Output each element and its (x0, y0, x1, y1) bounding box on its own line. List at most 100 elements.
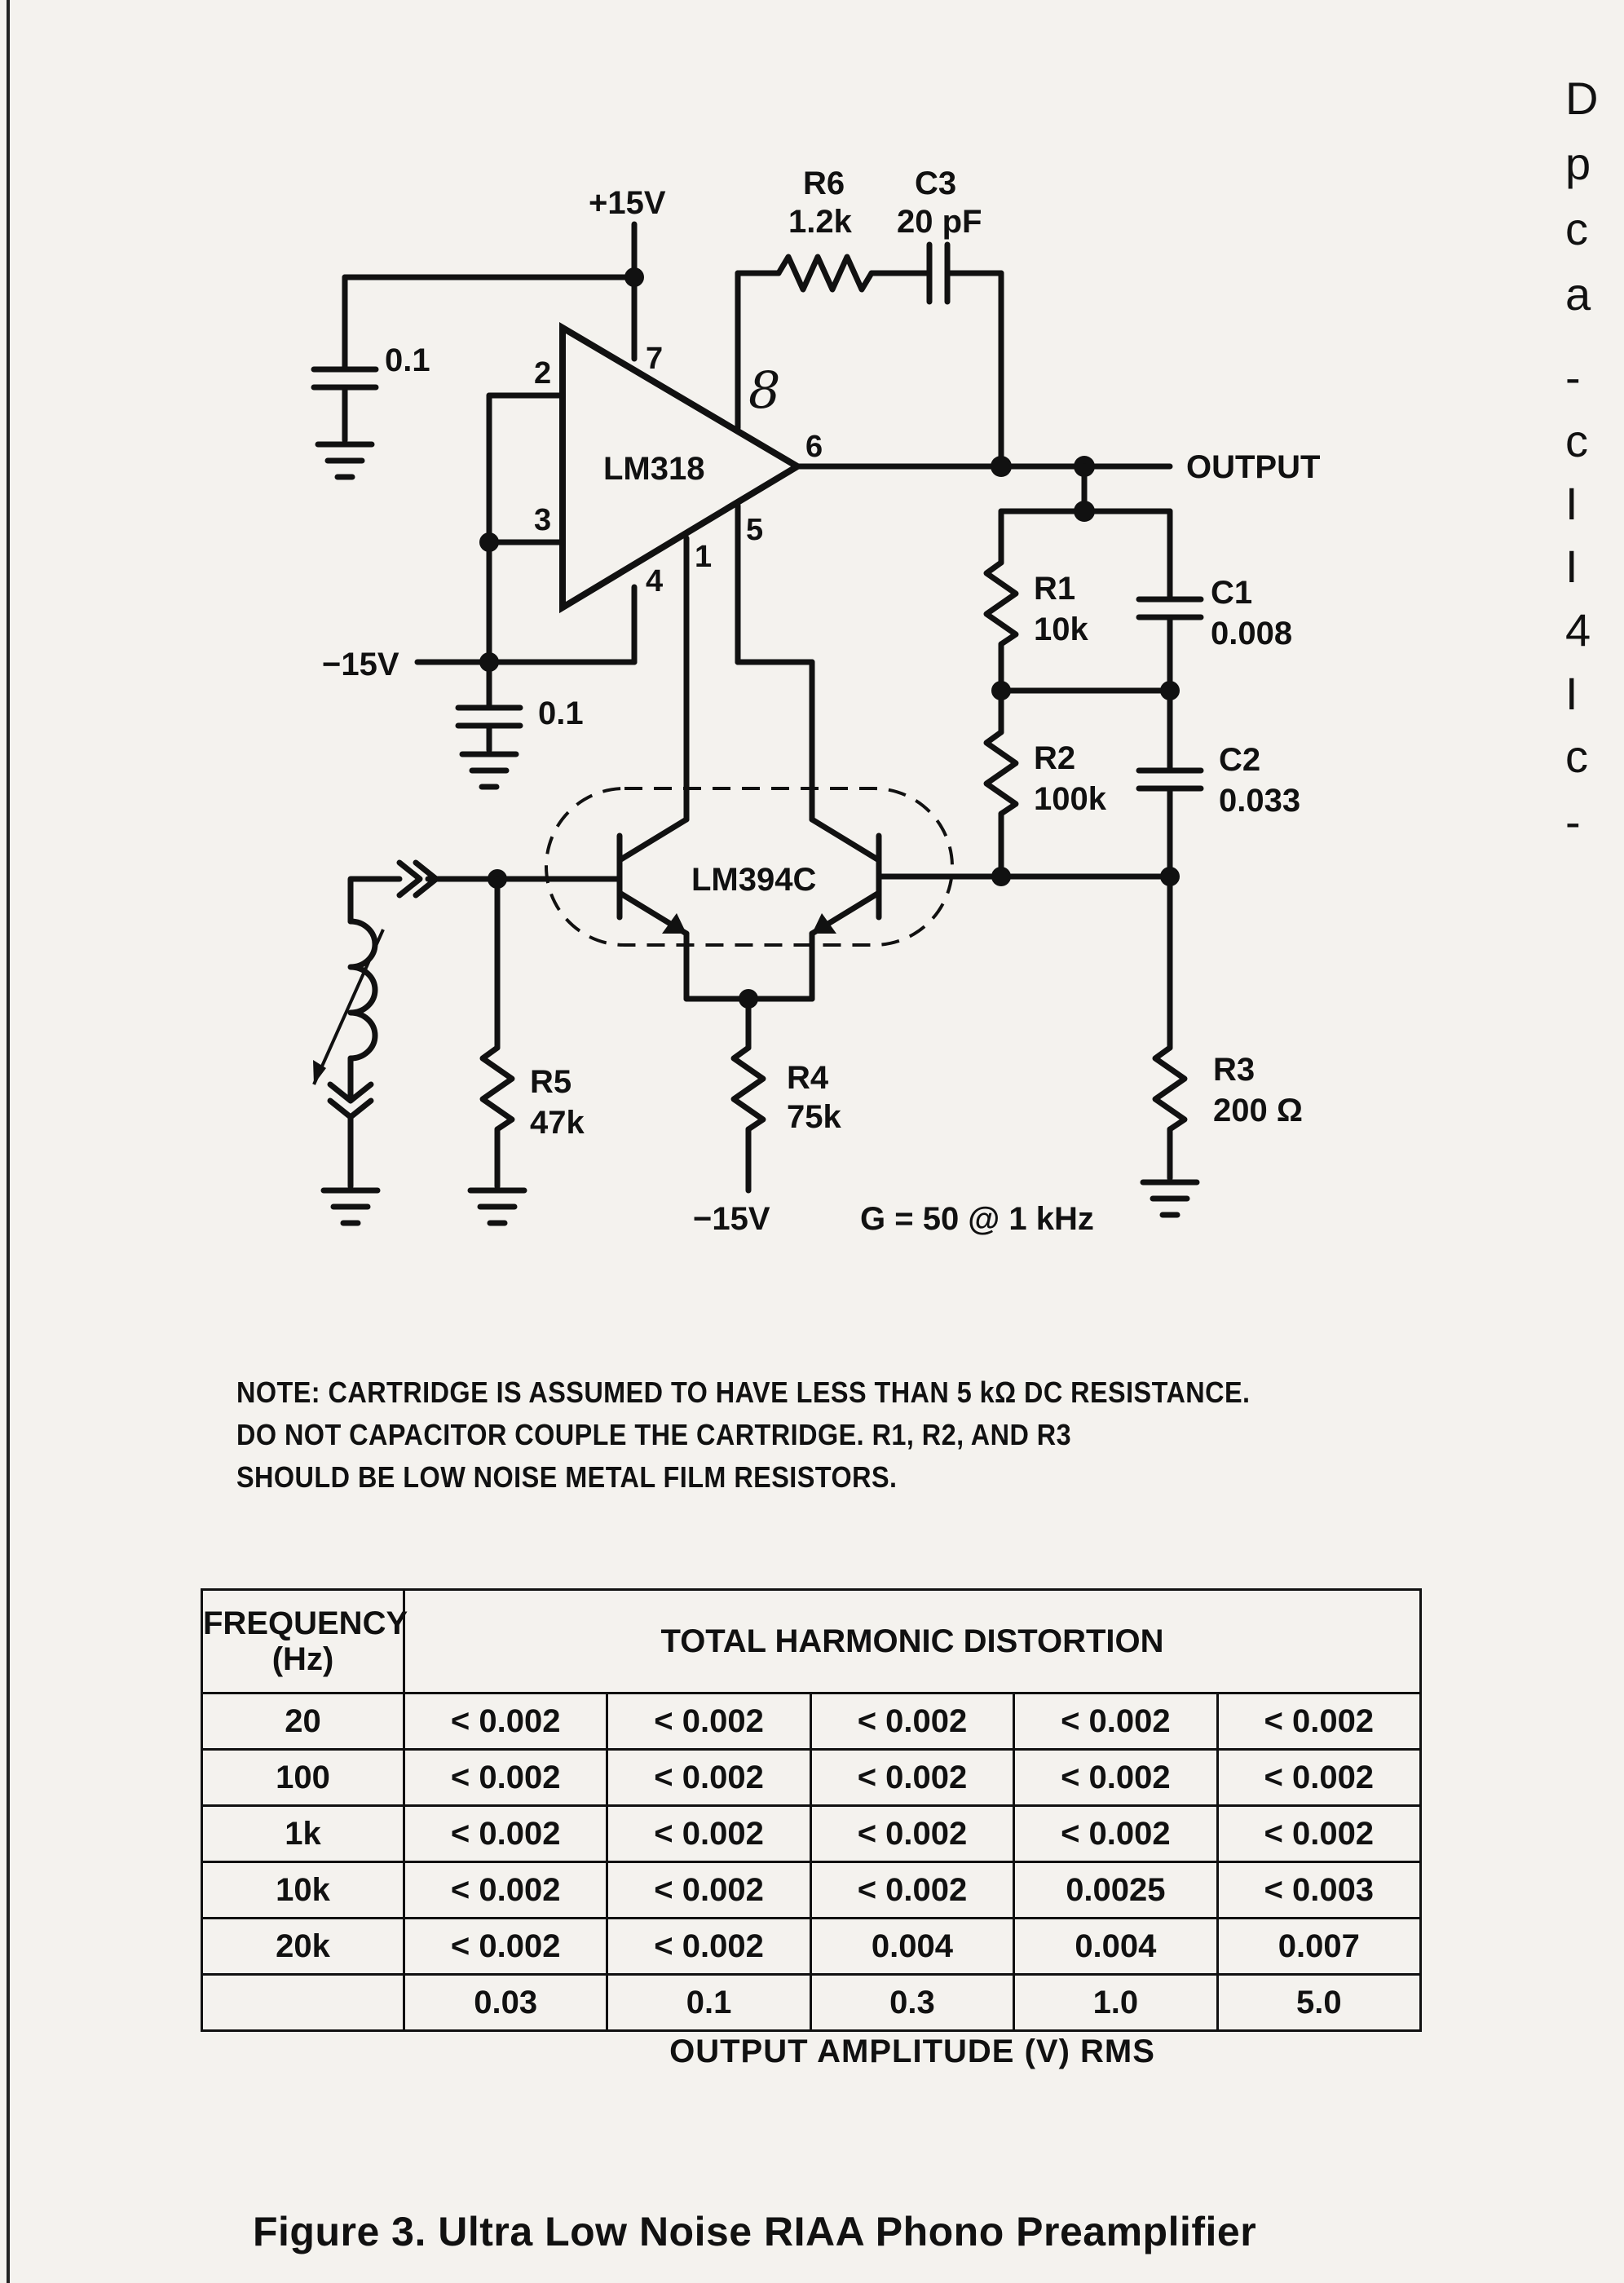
output-net (794, 456, 1173, 522)
cropped-glyph: - (1565, 796, 1581, 847)
table-row: 20< 0.002< 0.002< 0.002< 0.002< 0.002 (201, 1692, 1423, 1751)
note-line-1: NOTE: CARTRIDGE IS ASSUMED TO HAVE LESS … (236, 1376, 1251, 1409)
thd-cell: < 0.002 (809, 1804, 1016, 1863)
cropped-glyph: I (1565, 541, 1578, 592)
pin2-pin3-net (479, 392, 566, 665)
supply-pos-label: +15V (589, 185, 666, 221)
pin-6-label: 6 (805, 430, 823, 464)
supply-neg-bottom-label: −15V (693, 1201, 770, 1237)
collector-connections (683, 502, 815, 823)
c3-name: C3 (915, 166, 956, 201)
frequency-header: FREQUENCY (Hz) (201, 1588, 408, 1694)
table-row: 100< 0.002< 0.002< 0.002< 0.002< 0.002 (201, 1748, 1423, 1807)
table-header-row: FREQUENCY (Hz) TOTAL HARMONIC DISTORTION (201, 1588, 1422, 1694)
amplitude-cell: 5.0 (1216, 1973, 1423, 2032)
thd-cell: < 0.002 (809, 1861, 1016, 1919)
note-line-2: DO NOT CAPACITOR COUPLE THE CARTRIDGE. R… (236, 1418, 1072, 1451)
r1-value: 10k (1034, 612, 1088, 647)
r2-value: 100k (1034, 781, 1107, 817)
ground-symbol-bypass (459, 751, 519, 790)
pin-5-label: 5 (746, 513, 763, 547)
thd-cell: < 0.002 (1013, 1804, 1219, 1863)
c1-value: 0.008 (1211, 616, 1292, 651)
emitter-tail (683, 930, 815, 1051)
thd-cell: < 0.002 (1013, 1692, 1219, 1751)
thd-cell: < 0.002 (606, 1804, 812, 1863)
capacitor-bottom-bypass (455, 704, 523, 753)
thd-cell: < 0.002 (402, 1692, 609, 1751)
thd-cell: 0.004 (809, 1917, 1016, 1976)
page-edge-rule (7, 0, 10, 2283)
thd-cell: < 0.002 (809, 1748, 1016, 1807)
r2-name: R2 (1034, 740, 1075, 776)
frequency-header-line1: FREQUENCY (203, 1605, 408, 1641)
ground-symbol-r3 (1140, 1179, 1200, 1218)
frequency-cell: 1k (201, 1804, 405, 1863)
cropped-glyph: D (1565, 73, 1599, 124)
thd-cell: < 0.002 (402, 1748, 609, 1807)
capacitor-c1 (1136, 508, 1204, 694)
r5-value: 47k (530, 1105, 585, 1141)
cropped-glyph: p (1565, 138, 1591, 189)
cropped-glyph: I (1565, 668, 1578, 719)
capacitor-top-bypass (311, 366, 379, 444)
negative-supply-left-net (414, 584, 638, 711)
ground-symbol-cartridge (320, 1187, 381, 1226)
cap-bottom-value: 0.1 (538, 695, 584, 731)
r5-name: R5 (530, 1064, 571, 1100)
cropped-glyph: 4 (1565, 604, 1591, 656)
handwritten-pin-8-label: 8 (748, 360, 780, 420)
thd-cell: < 0.002 (402, 1917, 609, 1976)
feedback-network (735, 241, 1004, 470)
thd-cell: < 0.002 (1216, 1692, 1423, 1751)
pin-4-label: 4 (646, 564, 663, 598)
cropped-glyph: c (1565, 203, 1588, 254)
opamp-label: LM318 (603, 451, 705, 487)
resistor-r3 (1152, 1044, 1188, 1181)
pin-7-label: 7 (646, 342, 663, 376)
phono-cartridge-symbol (312, 859, 439, 1190)
input-net (425, 869, 623, 1051)
c2-name: C2 (1219, 742, 1260, 778)
phono-preamp-schematic: +15V −15V −15V LM318 LM394C 2 3 4 7 6 1 … (311, 166, 1320, 1237)
amplitude-row-blank-cell (201, 1973, 405, 2032)
supply-neg-left-label: −15V (322, 647, 399, 682)
r4-value: 75k (787, 1099, 841, 1135)
cropped-glyph: I (1565, 478, 1578, 529)
frequency-cell: 10k (201, 1861, 405, 1919)
cropped-glyph: - (1565, 351, 1581, 403)
note-line-3: SHOULD BE LOW NOISE METAL FILM RESISTORS… (236, 1460, 898, 1494)
pair-label: LM394C (691, 862, 816, 898)
amplitude-cell: 0.3 (809, 1973, 1016, 2032)
thd-cell: < 0.002 (402, 1804, 609, 1863)
cap-top-value: 0.1 (385, 342, 430, 378)
pin-2-label: 2 (534, 356, 551, 391)
thd-cell: < 0.002 (1013, 1748, 1219, 1807)
figure-caption: Figure 3. Ultra Low Noise RIAA Phono Pre… (253, 2209, 1257, 2254)
resistor-r5 (479, 1044, 515, 1190)
resistor-r4 (730, 1044, 766, 1194)
thd-cell: 0.007 (1216, 1917, 1423, 1976)
r1-r2-c1-c2-junction (991, 681, 1180, 700)
r6-name: R6 (803, 166, 845, 201)
amplitude-cell: 1.0 (1013, 1973, 1219, 2032)
thd-cell: < 0.002 (606, 1692, 812, 1751)
c1-name: C1 (1211, 575, 1252, 611)
positive-supply-net (342, 221, 644, 373)
thd-cell: < 0.002 (606, 1861, 812, 1919)
cropped-glyph: c (1565, 415, 1588, 466)
c3-value: 20 pF (897, 204, 982, 240)
frequency-cell: 20 (201, 1692, 405, 1751)
cropped-glyph: a (1565, 268, 1591, 320)
ground-symbol-top (315, 441, 375, 480)
capacitor-c2 (1136, 687, 1204, 877)
r6-value: 1.2k (788, 204, 853, 240)
thd-cell: < 0.003 (1216, 1861, 1423, 1919)
gain-annotation: G = 50 @ 1 kHz (860, 1201, 1094, 1237)
output-amplitude-label: OUTPUT AMPLITUDE (V) RMS (669, 2034, 1155, 2069)
thd-cell: < 0.002 (606, 1917, 812, 1976)
pin-1-label: 1 (695, 540, 712, 574)
frequency-header-line2: (Hz) (271, 1641, 334, 1677)
